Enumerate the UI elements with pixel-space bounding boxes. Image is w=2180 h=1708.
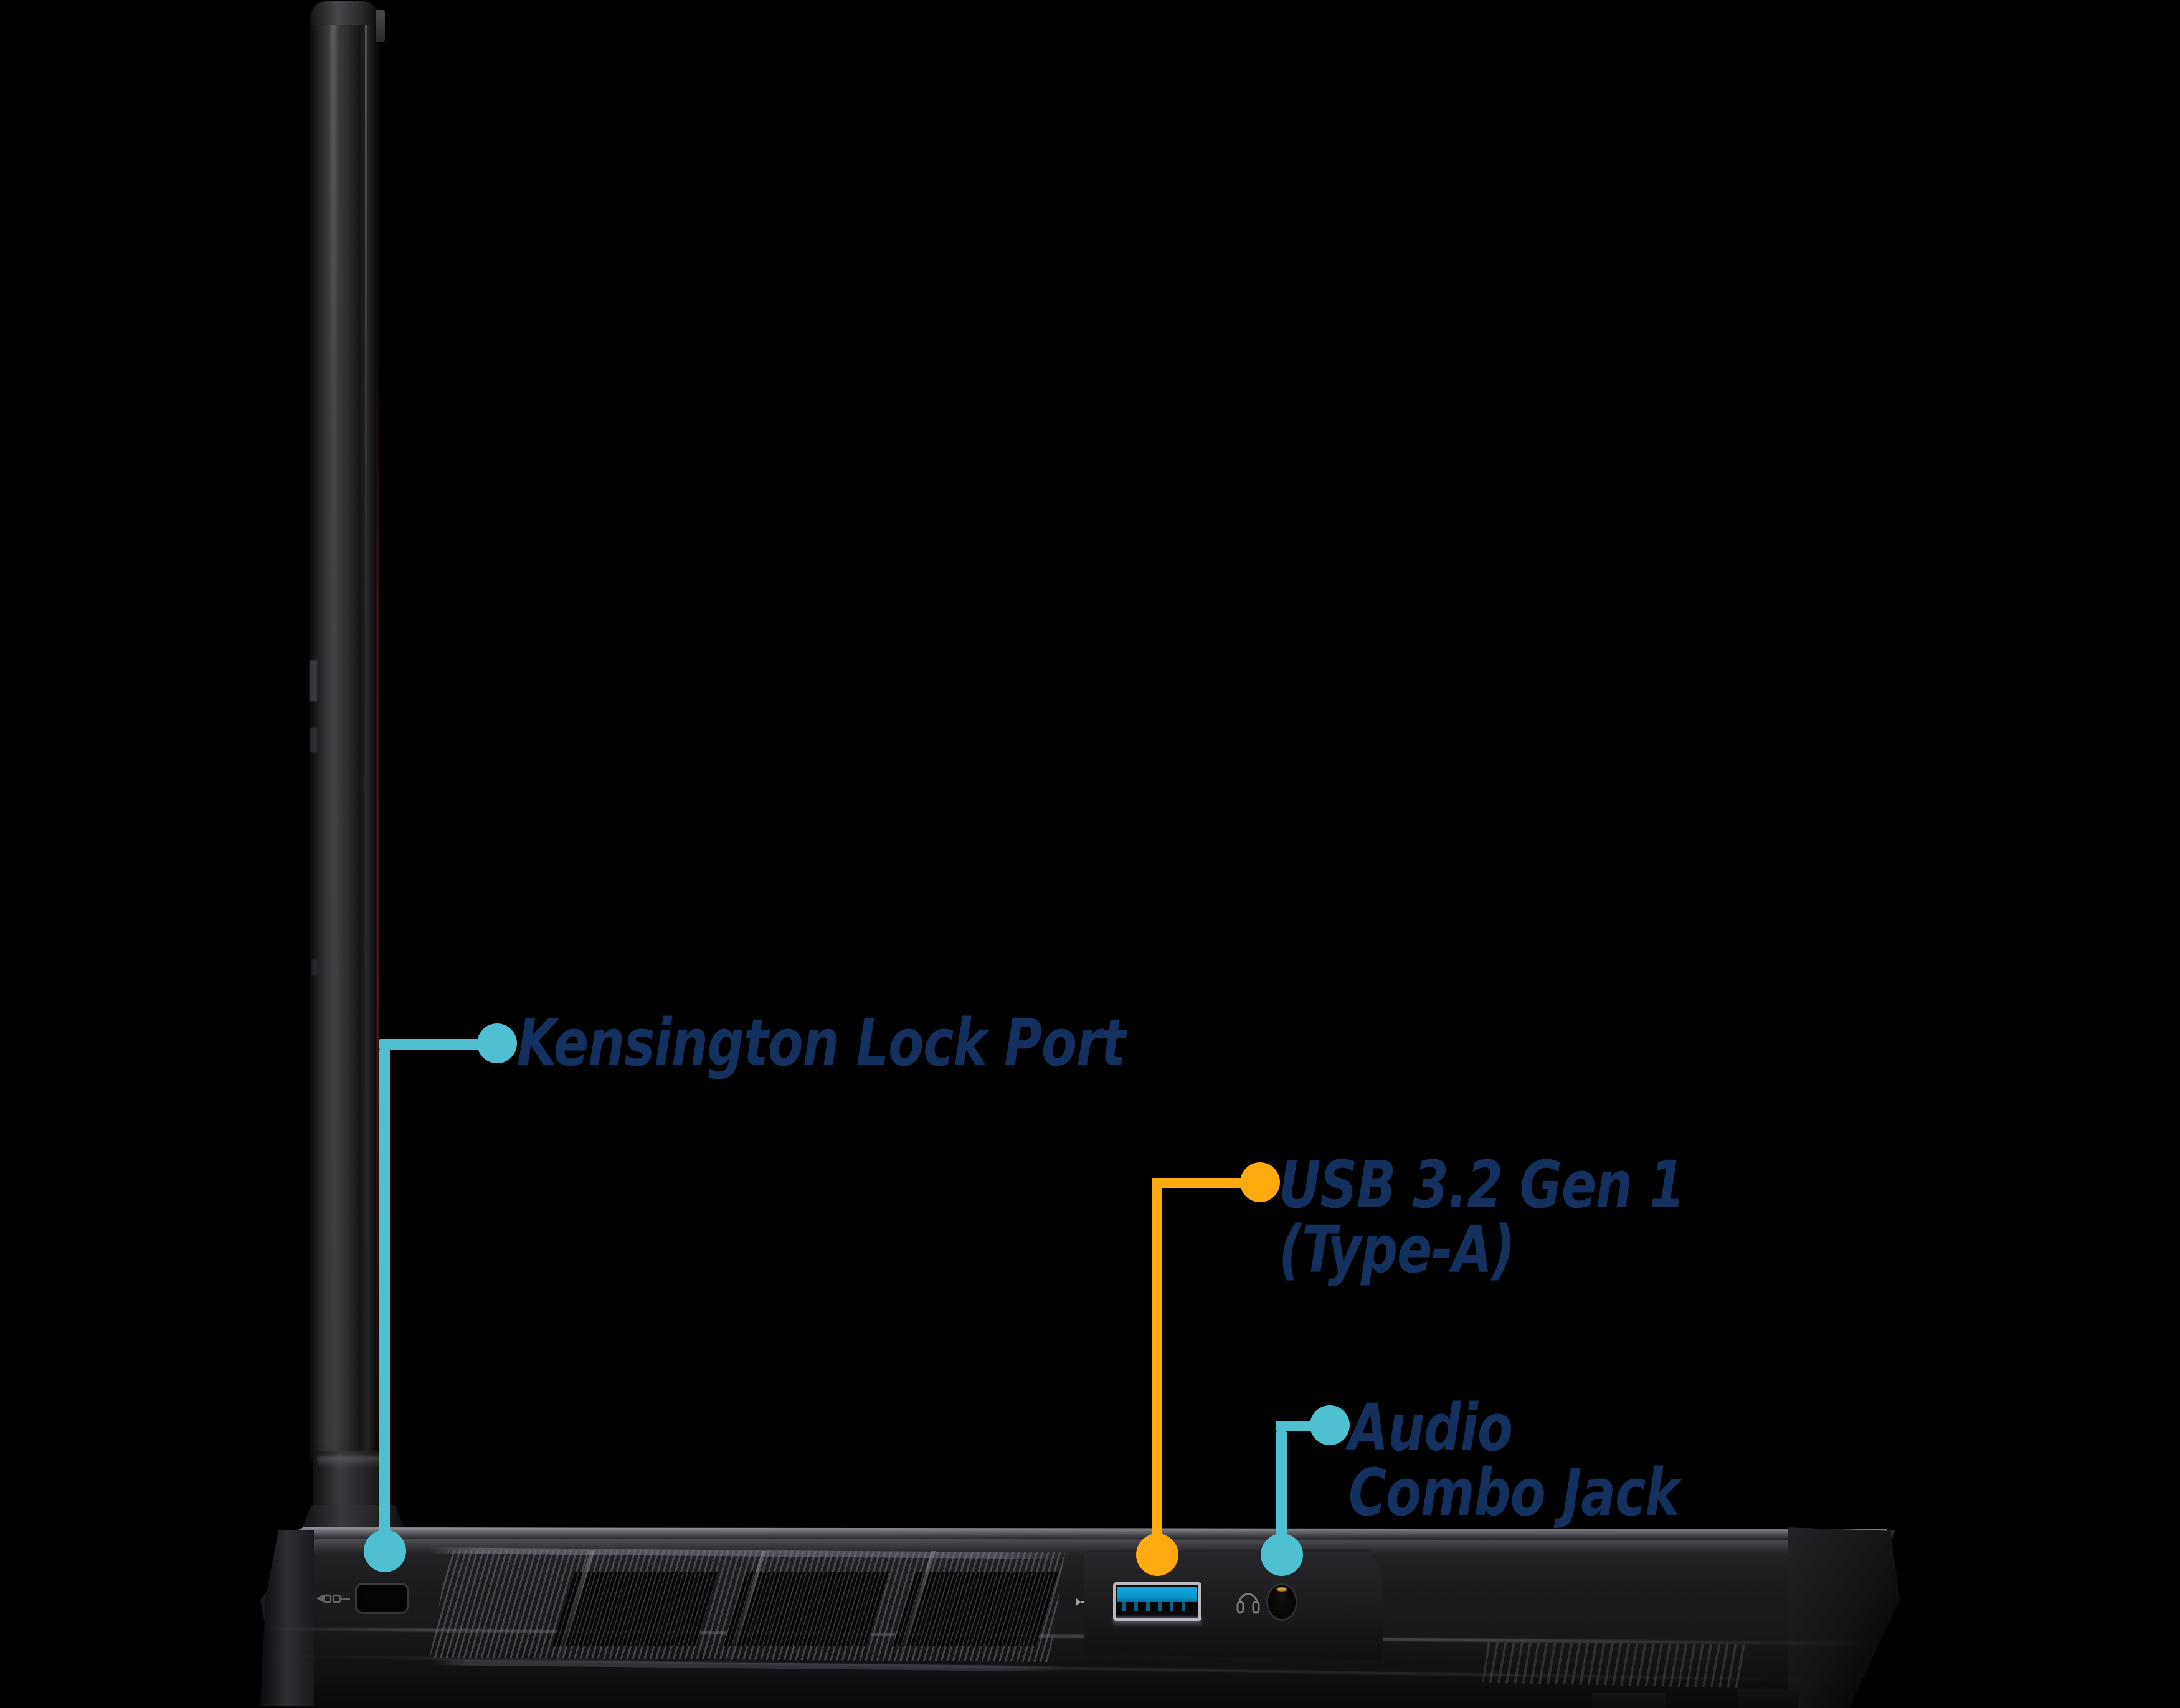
callout-line-usb-vertical (1152, 1188, 1162, 1544)
lid-notch (310, 660, 317, 701)
lid-highlight (330, 9, 336, 1441)
hinge-shading (318, 1456, 384, 1468)
exhaust-vent-panel (430, 1550, 1065, 1662)
vent-opening (552, 1572, 719, 1646)
secondary-vent (1482, 1642, 1750, 1688)
callout-label-audio: Audio Combo Jack (1348, 1390, 1680, 1530)
usb-port-shadow (1113, 1617, 1201, 1627)
base-top-lip (277, 1527, 1887, 1540)
usb-port-tongue (1117, 1587, 1197, 1602)
vent-opening-fins (893, 1572, 1059, 1646)
callout-dot-audio-label (1310, 1405, 1350, 1445)
callout-dot-kensington-label (477, 1023, 517, 1063)
callout-line-kensington-horizontal (379, 1039, 495, 1050)
usb-type-a-port (1113, 1582, 1201, 1621)
headphone-icon (1236, 1593, 1260, 1614)
lid-notch (310, 728, 317, 752)
vent-opening-fins (723, 1572, 890, 1646)
base-left-cap (260, 1530, 314, 1706)
rubber-foot (1738, 1689, 1798, 1708)
lid-notch (311, 959, 317, 975)
lid-tab (376, 10, 385, 42)
lid-top-cap (311, 1, 377, 25)
kensington-lock-icon (316, 1594, 350, 1603)
callout-label-kensington: Kensington Lock Port (517, 1005, 1126, 1081)
rubber-foot (1592, 1693, 1666, 1708)
callout-label-usb: USB 3.2 Gen 1 (Type-A) (1279, 1147, 1685, 1288)
usb-port-contacts (1122, 1602, 1193, 1611)
callout-line-audio-vertical (1276, 1431, 1287, 1547)
vent-opening-fins (552, 1572, 719, 1646)
callout-line-kensington-vertical (379, 1050, 390, 1542)
vent-opening (893, 1572, 1059, 1646)
callout-line-usb-horizontal (1152, 1178, 1258, 1188)
vent-opening (723, 1572, 890, 1646)
laptop-lid (310, 1, 379, 1462)
callout-dot-usb-label (1240, 1162, 1280, 1202)
lid-seam (365, 14, 367, 1453)
lid-red-accent-edge (377, 336, 379, 1433)
laptop-base-chassis (260, 1527, 1895, 1708)
audio-jack-glint (1277, 1587, 1287, 1592)
kensington-lock-slot (357, 1585, 407, 1612)
